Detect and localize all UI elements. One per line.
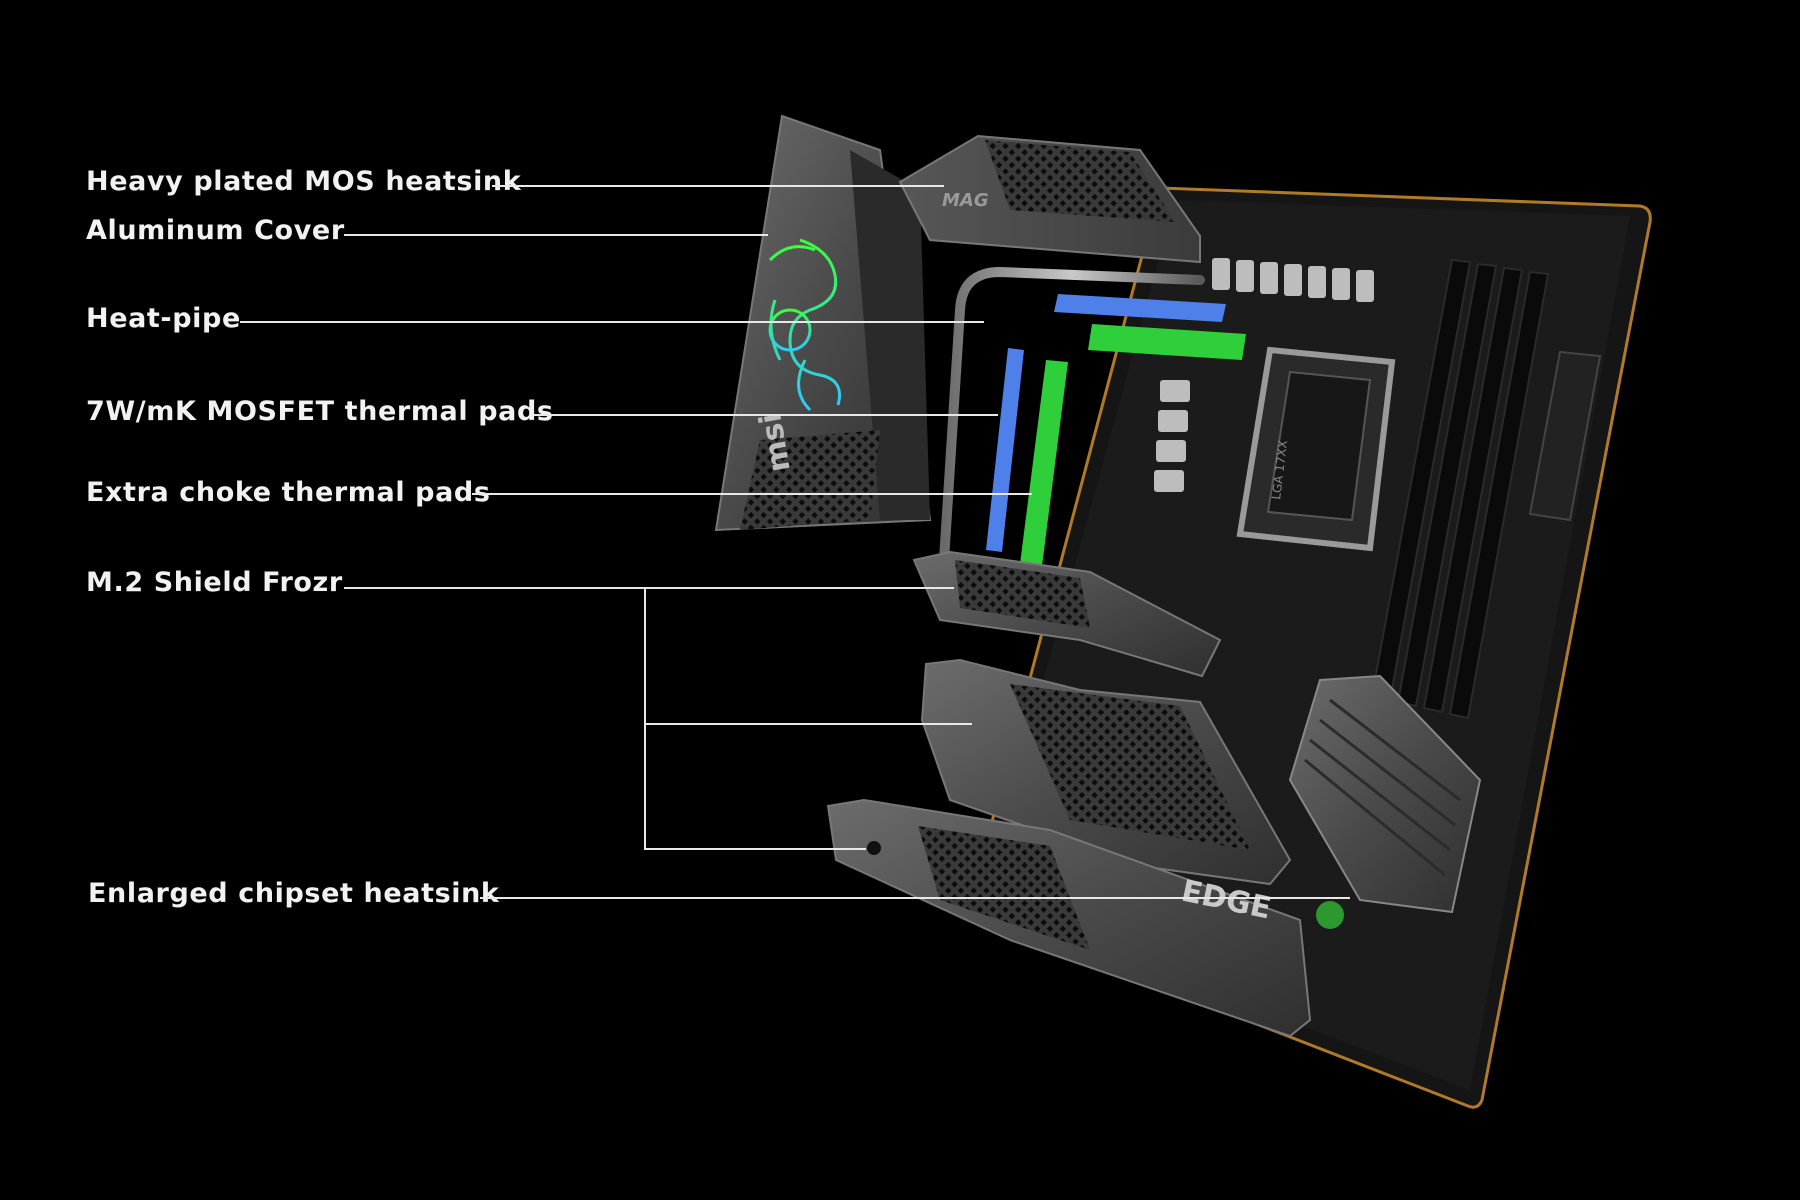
atx-power-connector <box>1528 350 1602 522</box>
series-logo: MAG <box>942 190 989 211</box>
label-mosfet-pads: 7W/mK MOSFET thermal pads <box>86 396 554 427</box>
m2-shield-middle <box>920 658 1292 886</box>
leader-mosfet-pads <box>534 414 998 416</box>
mosfet-thermal-pads <box>986 294 1226 552</box>
leader-m2-bracket <box>644 587 646 849</box>
leader-m2-bottom <box>644 848 866 850</box>
cpu-socket: LGA 17XX <box>1236 346 1396 552</box>
leader-heat-pipe <box>240 321 984 323</box>
chipset-heatsink-right <box>1288 674 1482 914</box>
leader-choke-pads <box>472 493 1032 495</box>
label-aluminum-cover: Aluminum Cover <box>86 215 345 246</box>
label-m2-shield: M.2 Shield Frozr <box>86 567 343 598</box>
dimm-slots <box>1370 258 1550 720</box>
motherboard-pcb: LGA 17XX <box>966 186 1652 1109</box>
m2-shield-top <box>912 550 1222 678</box>
leader-chipset-heatsink <box>480 897 1350 899</box>
m2-shield-bottom: EDGE <box>826 798 1312 1038</box>
label-choke-pads: Extra choke thermal pads <box>86 477 491 508</box>
heat-pipe <box>939 266 1205 565</box>
leader-aluminum-cover <box>344 234 768 236</box>
label-chipset-heatsink: Enlarged chipset heatsink <box>88 878 500 909</box>
label-mos-heatsink: Heavy plated MOS heatsink <box>86 166 522 197</box>
mos-heatsink: MAG <box>898 134 1201 264</box>
leader-m2-middle <box>644 723 972 725</box>
status-led <box>1316 901 1344 929</box>
choke-thermal-pads <box>1020 324 1246 566</box>
label-heat-pipe: Heat-pipe <box>86 303 241 334</box>
leader-mos-heatsink <box>492 185 944 187</box>
aluminum-cover: msi <box>714 114 932 532</box>
vrm-components <box>1154 258 1374 492</box>
leader-m2-shield <box>344 587 954 589</box>
